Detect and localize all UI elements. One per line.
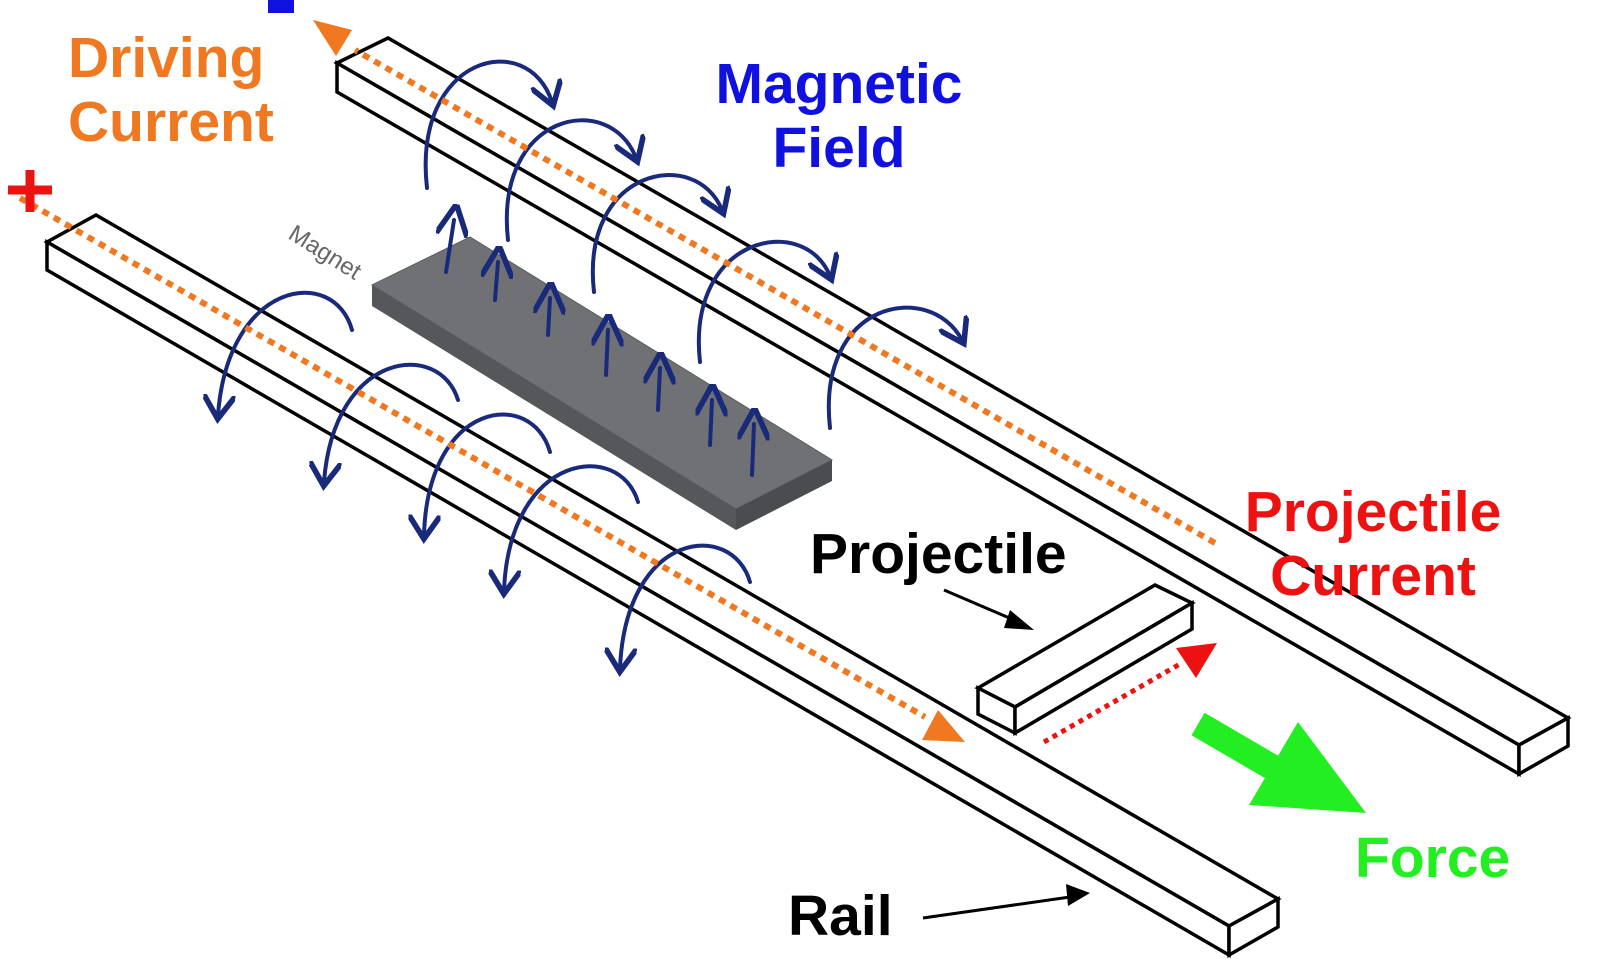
magnetic-field-label: Magnetic Field (715, 52, 963, 180)
projectile-label: Projectile (810, 522, 1067, 586)
field-arc (423, 59, 552, 190)
projectile-side (1013, 599, 1194, 737)
magnet-front (372, 285, 736, 530)
field-arc (504, 464, 640, 590)
field-arc (590, 173, 722, 294)
up-arrow (752, 424, 754, 477)
field-arc (218, 290, 354, 415)
driving-current-front-arrowhead (922, 710, 965, 742)
front-rail-field-arcs (218, 290, 752, 668)
field-arc (826, 305, 962, 430)
rail-pointer-head (1066, 884, 1090, 906)
projectile-current-line (1042, 661, 1182, 745)
front-rail (43, 212, 1282, 959)
magnet (370, 236, 834, 530)
front-rail-end (1227, 896, 1280, 959)
force-arrow (1191, 712, 1366, 813)
force-label: Force (1355, 826, 1511, 890)
field-arc (424, 412, 552, 535)
plus-icon (8, 170, 52, 212)
back-rail-end (1517, 715, 1570, 778)
field-arc (620, 543, 752, 668)
projectile-pointer-line (943, 588, 1015, 622)
magnet-side (736, 460, 832, 530)
projectile (974, 583, 1196, 737)
magnet-field-arrows (446, 220, 754, 477)
driving-current-label: Driving Current (68, 26, 274, 154)
field-arc (504, 118, 636, 242)
up-arrow (606, 330, 608, 377)
projectile-current-arrowhead (1176, 643, 1217, 678)
up-arrow (548, 298, 550, 337)
pointer-arrows (922, 588, 1090, 920)
projectile-current-label: Projectile Current (1244, 480, 1502, 608)
up-arrow (495, 262, 498, 302)
up-arrow (710, 400, 712, 447)
minus-icon (268, 0, 294, 13)
projectile-pointer-head (1004, 610, 1034, 630)
back-rail-field-arcs (423, 59, 962, 430)
up-arrow (446, 220, 454, 274)
driving-current-back-arrowhead (313, 20, 352, 56)
field-arc (696, 239, 830, 364)
up-arrow (658, 368, 660, 412)
front-rail-top (43, 212, 1282, 929)
field-arc (324, 362, 460, 482)
projectile-current (1042, 643, 1217, 745)
rail-pointer-line (922, 895, 1071, 920)
rail-label: Rail (788, 884, 893, 948)
driving-current-front-line (18, 195, 927, 720)
driving-current-back-line (353, 47, 1217, 546)
driving-current (18, 20, 1217, 742)
